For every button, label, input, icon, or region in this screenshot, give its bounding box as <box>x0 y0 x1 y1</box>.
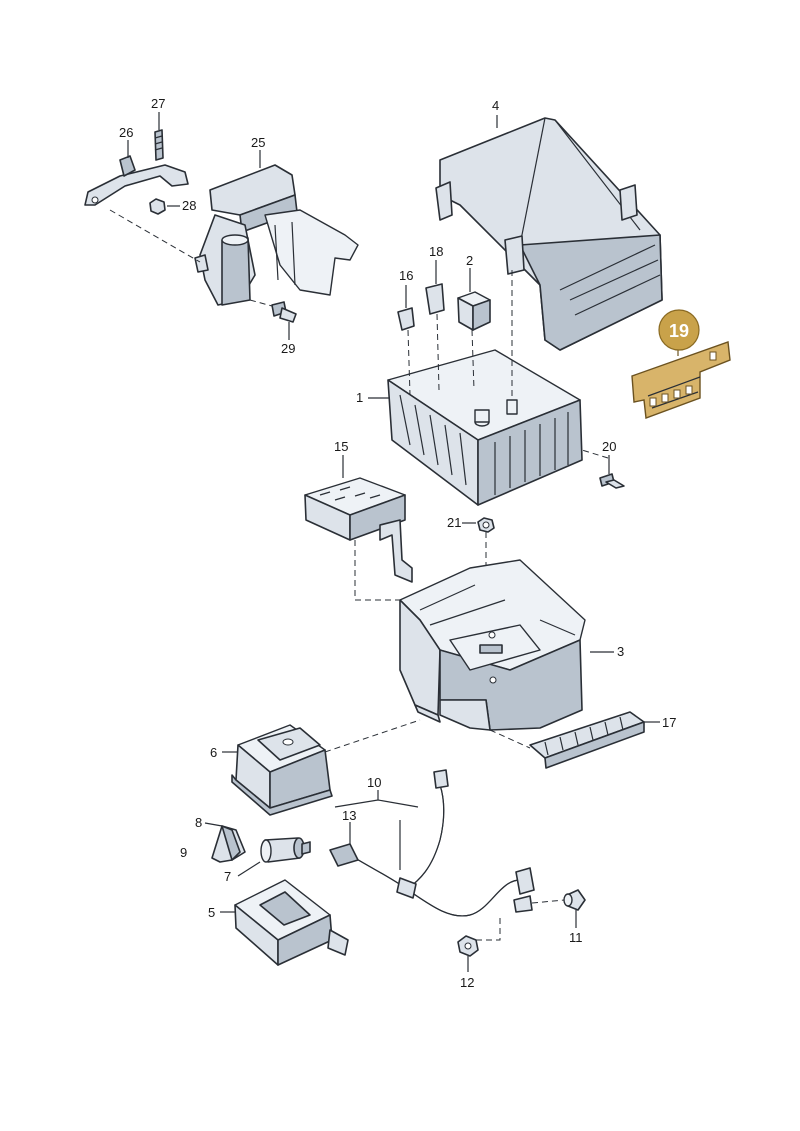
label-5: 5 <box>208 905 215 920</box>
label-16: 16 <box>399 268 413 283</box>
label-21: 21 <box>447 515 461 530</box>
label-8: 8 <box>195 815 202 830</box>
label-18: 18 <box>429 244 443 259</box>
label-11: 11 <box>569 930 583 945</box>
part-27-stud[interactable] <box>154 129 164 161</box>
part-2-relay[interactable] <box>457 291 491 331</box>
label-13: 13 <box>342 808 356 823</box>
label-20: 20 <box>602 439 616 454</box>
part-26-bracket[interactable] <box>84 155 189 206</box>
part-6-control-unit[interactable] <box>231 724 333 816</box>
label-4: 4 <box>492 98 499 113</box>
part-15-cover[interactable] <box>304 477 413 583</box>
part-10-wiring-harness[interactable] <box>329 769 535 917</box>
label-28: 28 <box>182 198 196 213</box>
label-1: 1 <box>356 390 363 405</box>
label-10: 10 <box>367 775 381 790</box>
part-21-nut[interactable] <box>477 517 495 533</box>
label-9: 9 <box>180 845 187 860</box>
label-15: 15 <box>334 439 348 454</box>
part-28-nut[interactable] <box>149 198 166 215</box>
label-12: 12 <box>460 975 474 990</box>
label-2: 2 <box>466 253 473 268</box>
part-7-filter[interactable] <box>260 837 311 863</box>
label-26: 26 <box>119 125 133 140</box>
part-25-holder[interactable] <box>194 164 359 306</box>
label-6: 6 <box>210 745 217 760</box>
part-8-clip[interactable] <box>211 825 246 863</box>
highlight-badge[interactable] <box>658 309 700 351</box>
label-3: 3 <box>617 644 624 659</box>
label-27: 27 <box>151 96 165 111</box>
part-1-fuse-box[interactable] <box>387 349 583 506</box>
label-7: 7 <box>224 869 231 884</box>
part-18-fuse[interactable] <box>425 283 445 315</box>
part-12-nut[interactable] <box>457 935 479 957</box>
part-16-fuse[interactable] <box>397 307 415 331</box>
label-17: 17 <box>662 715 676 730</box>
label-29: 29 <box>281 341 295 356</box>
label-25: 25 <box>251 135 265 150</box>
part-19-fuse-strip[interactable] <box>631 341 731 419</box>
part-3-bracket[interactable] <box>399 559 586 731</box>
part-4-cover[interactable] <box>435 117 663 351</box>
part-29-bolt[interactable] <box>271 301 297 323</box>
label-19: 19 <box>669 321 689 341</box>
part-11-grommet[interactable] <box>563 889 586 911</box>
part-5-housing[interactable] <box>234 879 349 966</box>
part-20-bolt[interactable] <box>599 473 625 489</box>
